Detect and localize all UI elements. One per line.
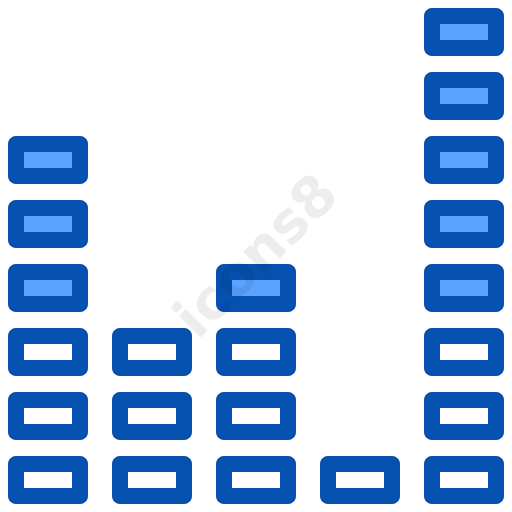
equalizer-block	[112, 456, 192, 504]
equalizer-block	[216, 264, 296, 312]
equalizer-block	[8, 392, 88, 440]
equalizer-block	[216, 328, 296, 376]
block-fill-active	[440, 24, 488, 40]
equalizer-block	[424, 136, 504, 184]
block-fill-inactive	[440, 344, 488, 360]
block-fill-inactive	[232, 408, 280, 424]
block-fill-active	[440, 280, 488, 296]
equalizer-block	[424, 264, 504, 312]
equalizer-block	[424, 456, 504, 504]
block-fill-inactive	[232, 472, 280, 488]
block-fill-inactive	[128, 344, 176, 360]
equalizer-block	[112, 328, 192, 376]
equalizer-block	[8, 200, 88, 248]
equalizer-block	[216, 392, 296, 440]
equalizer-block	[320, 456, 400, 504]
block-fill-inactive	[128, 472, 176, 488]
block-fill-active	[440, 216, 488, 232]
equalizer-block	[112, 392, 192, 440]
equalizer-block	[8, 136, 88, 184]
block-fill-inactive	[24, 408, 72, 424]
equalizer-block	[424, 72, 504, 120]
block-fill-inactive	[440, 472, 488, 488]
equalizer-block	[424, 328, 504, 376]
equalizer-block	[424, 392, 504, 440]
equalizer-block	[424, 200, 504, 248]
block-fill-inactive	[24, 472, 72, 488]
equalizer-block	[216, 456, 296, 504]
block-fill-inactive	[232, 344, 280, 360]
equalizer-block	[8, 328, 88, 376]
block-fill-active	[24, 152, 72, 168]
block-fill-inactive	[336, 472, 384, 488]
block-fill-inactive	[128, 408, 176, 424]
equalizer-block	[424, 8, 504, 56]
block-fill-active	[24, 280, 72, 296]
block-fill-active	[232, 280, 280, 296]
block-fill-inactive	[440, 408, 488, 424]
block-fill-inactive	[24, 344, 72, 360]
block-fill-active	[24, 216, 72, 232]
equalizer-block	[8, 264, 88, 312]
equalizer-block	[8, 456, 88, 504]
block-fill-active	[440, 152, 488, 168]
block-fill-active	[440, 88, 488, 104]
